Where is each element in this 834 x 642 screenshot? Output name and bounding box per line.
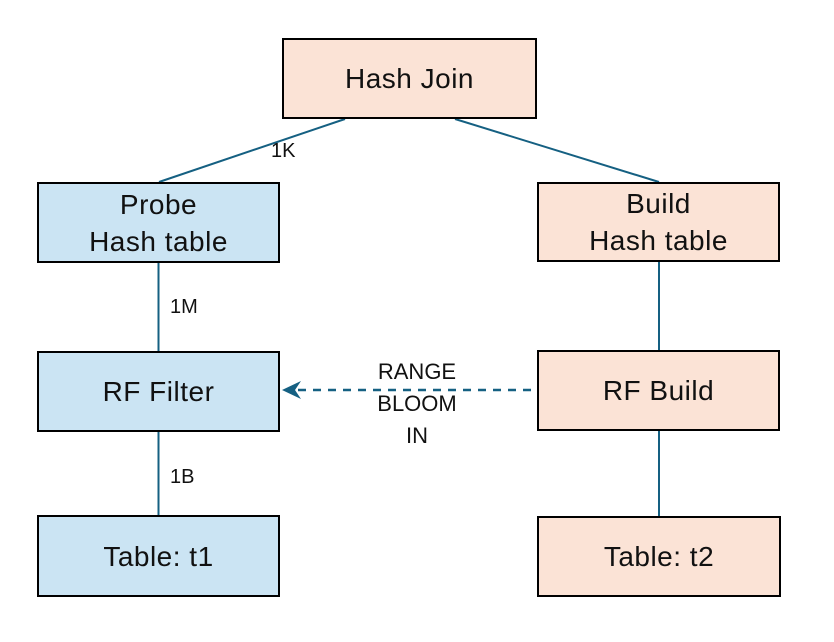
node-probe-label-line1: Probe [119,188,198,220]
runtime-filter-label-line3: IN [406,423,428,448]
node-table-t2: Table: t2 [537,516,781,597]
node-hash-join: Hash Join [282,38,537,119]
node-probe-label-line2: Hash table [89,225,228,257]
runtime-filter-label-line2: BLOOM [377,391,457,416]
edge-hashjoin-build-line [454,118,660,183]
node-table-t1: Table: t1 [37,515,280,597]
node-build-hash-table: Build Hash table [537,182,780,262]
node-table-t1-label: Table: t1 [103,540,214,572]
edge-label-1b: 1B [170,466,195,488]
node-rf-filter-label: RF Filter [102,376,215,407]
edge-hashjoin-probe-line [158,118,346,183]
edge-label-1k: 1K [271,140,296,162]
node-build-label-line2: Hash table [589,225,728,256]
node-rf-build-label: RF Build [602,375,715,406]
runtime-filter-label-line1: RANGE [377,359,457,384]
node-build-label-line1: Build [626,188,691,219]
arrowhead-left-icon [282,381,301,399]
node-table-t2-label: Table: t2 [603,541,715,572]
edge-label-1m: 1M [170,296,198,318]
node-rf-filter: RF Filter [37,351,280,432]
node-hash-join-label: Hash Join [344,63,474,94]
node-probe-hash-table: Probe Hash table [37,182,280,263]
runtime-filter-arrow-label: RANGE BLOOM IN [352,356,482,452]
node-rf-build: RF Build [537,350,780,431]
